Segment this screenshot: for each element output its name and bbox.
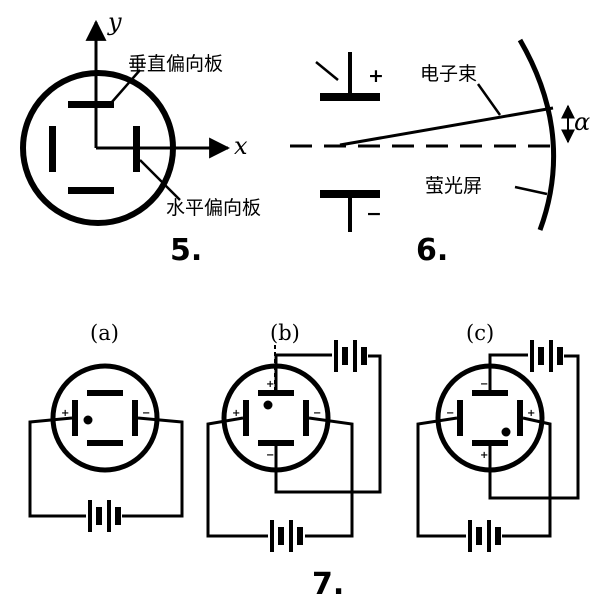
wire-b-left xyxy=(206,416,268,538)
spot-a xyxy=(83,415,93,425)
horizontal-plate-label: 水平偏向板 xyxy=(166,197,261,219)
plate-c-bottom-plus: + xyxy=(480,450,488,461)
wire-b-top-return xyxy=(274,354,382,494)
wire-b-right xyxy=(305,416,354,538)
wire-c-right xyxy=(502,416,552,538)
plate-c-right xyxy=(517,400,523,436)
fluorescent-screen xyxy=(517,38,557,231)
figure-5-number: 5. xyxy=(170,233,202,268)
electron-beam-label: 电子束 xyxy=(420,63,477,85)
figure-7: (a) (b) (c) + − xyxy=(28,321,580,602)
battery-b-bottom xyxy=(270,520,303,552)
vertical-plate-bottom xyxy=(68,187,114,194)
wire-b-top xyxy=(274,353,332,390)
battery-a xyxy=(88,500,121,532)
vertical-plate-label: 垂直偏向板 xyxy=(128,53,223,75)
x-axis-label: x xyxy=(234,132,248,160)
circuit-a: + − xyxy=(28,363,184,532)
tube-a xyxy=(50,363,160,473)
sub-label-b: (b) xyxy=(270,321,300,345)
plate-c-right-plus: + xyxy=(527,408,535,419)
plate-b-left xyxy=(243,400,249,436)
vertical-plate-top xyxy=(68,101,114,108)
wire-a-left xyxy=(28,416,86,518)
horizontal-plate-left xyxy=(49,126,56,172)
plate-b-right-minus: − xyxy=(313,408,321,419)
figure-6: + − α 电子束 萤光屏 6. xyxy=(290,38,590,268)
sub-label-a: (a) xyxy=(90,321,119,345)
lower-plate-minus: − xyxy=(366,203,382,225)
electron-beam-leader xyxy=(476,83,502,116)
horizontal-plate-leader xyxy=(139,159,181,201)
plate-b-left-plus: + xyxy=(232,408,240,419)
plate-b-bottom xyxy=(258,440,294,446)
upper-plate-plus: + xyxy=(368,65,384,87)
plate-a-left xyxy=(72,400,78,436)
vertical-plate-leader xyxy=(111,69,141,103)
wire-a-right xyxy=(122,416,184,518)
upper-plate xyxy=(320,93,380,101)
plate-a-left-plus: + xyxy=(61,408,69,419)
sub-label-c: (c) xyxy=(466,321,494,345)
plate-c-left xyxy=(457,400,463,436)
plate-a-top xyxy=(87,390,123,396)
plate-c-left-minus: − xyxy=(446,408,454,419)
plate-b-right xyxy=(303,400,309,436)
spot-b xyxy=(263,400,273,410)
plate-c-top-minus: − xyxy=(480,379,488,390)
screen-leader xyxy=(514,185,548,196)
circuit-c: − − + + xyxy=(416,340,580,552)
plate-a-bottom xyxy=(87,440,123,446)
plate-b-top-plus: + xyxy=(266,379,274,390)
figure-6-number: 6. xyxy=(416,233,448,268)
y-axis-label: y xyxy=(107,8,122,36)
plate-b-top xyxy=(258,390,294,396)
horizontal-plate-right xyxy=(133,126,140,172)
deflection-angle-label: α xyxy=(574,108,590,136)
upper-plate-leader xyxy=(315,61,339,81)
circuit-b: + + − − xyxy=(206,340,382,552)
wire-c-left xyxy=(416,416,466,538)
battery-c-bottom xyxy=(468,520,501,552)
plate-c-bottom xyxy=(472,440,508,446)
lower-plate xyxy=(320,190,380,198)
wire-c-top xyxy=(488,353,528,390)
plate-a-right-minus: − xyxy=(142,408,150,419)
wire-c-top-return xyxy=(488,354,580,500)
electron-beam xyxy=(339,106,554,147)
plate-c-top xyxy=(472,390,508,396)
plate-a-right xyxy=(132,400,138,436)
battery-b-top xyxy=(334,340,367,372)
plate-b-bottom-minus: − xyxy=(266,450,274,461)
battery-c-top xyxy=(530,340,563,372)
spot-c xyxy=(501,427,511,437)
figure-5: y x 垂直偏向板 水平偏向板 5. xyxy=(20,8,261,268)
figure-7-number: 7. xyxy=(312,567,344,602)
screen-label: 萤光屏 xyxy=(425,175,482,197)
